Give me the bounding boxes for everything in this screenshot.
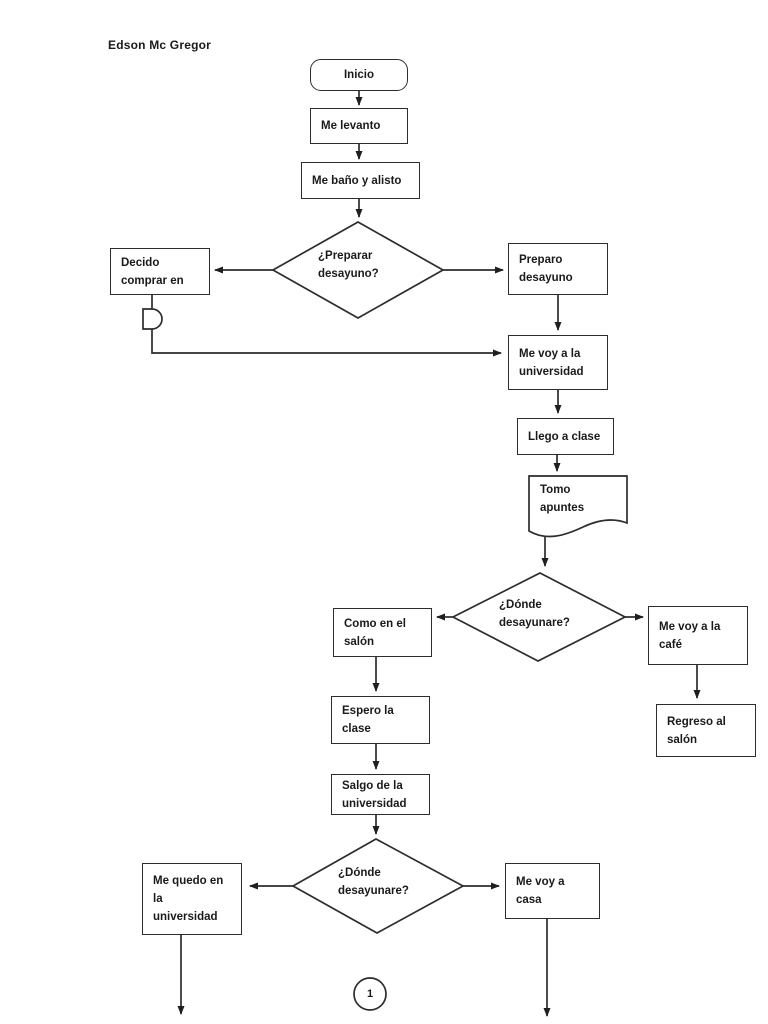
- document-shape-tomo-apuntes: [528, 475, 628, 538]
- node-preparo-desayuno: Preparo desayuno: [508, 243, 608, 295]
- node-label: desayuno: [519, 272, 573, 284]
- node-label: Inicio: [343, 69, 375, 81]
- node-label: ¿Preparar: [318, 250, 373, 262]
- node-como-salon: Como en el salón: [333, 608, 432, 657]
- node-label: café: [659, 638, 683, 651]
- node-label: universidad: [342, 797, 407, 810]
- node-label: Llego a clase: [528, 430, 601, 443]
- node-label: Me voy a la: [659, 620, 721, 633]
- page-number: 1: [355, 978, 385, 1010]
- node-label: Regreso al: [667, 715, 726, 728]
- node-label: desayuno?: [318, 268, 379, 280]
- node-label: Salgo de la: [342, 779, 403, 792]
- node-label: salón: [344, 635, 375, 648]
- node-label: Me levanto: [321, 120, 381, 132]
- edge-decido-delay-universidad: [151, 295, 502, 357]
- node-label: clase: [342, 723, 371, 735]
- node-me-bano-alisto: Me baño y alisto: [301, 162, 420, 199]
- document-label-tomo-apuntes: Tomo apuntes: [540, 481, 584, 517]
- node-label: la: [153, 893, 163, 905]
- node-espero-clase: Espero la clase: [331, 696, 430, 744]
- delay-symbol: [142, 308, 163, 330]
- node-label: Preparo: [519, 254, 563, 266]
- author-name: Edson Mc Gregor: [108, 38, 212, 52]
- node-me-levanto: Me levanto: [310, 108, 408, 144]
- node-label: desayunare?: [338, 885, 409, 897]
- node-label: Me quedo en: [153, 875, 224, 887]
- decision-label-preparar-desayuno: ¿Preparar desayuno?: [318, 247, 379, 283]
- node-label: Me voy a: [516, 876, 565, 888]
- decision-label-donde-desayunare-2: ¿Dónde desayunare?: [338, 864, 409, 900]
- node-voy-universidad: Me voy a la universidad: [508, 335, 608, 390]
- node-label: Me baño y alisto: [312, 174, 402, 187]
- page-number-text: 1: [366, 988, 374, 1000]
- decision-label-donde-desayunare-1: ¿Dónde desayunare?: [499, 596, 570, 632]
- decision-diamond-donde-desayunare-2: [291, 838, 465, 934]
- node-label: salón: [667, 733, 698, 746]
- node-label: casa: [516, 894, 542, 906]
- node-label: ¿Dónde: [338, 867, 381, 879]
- node-label: ¿Dónde: [499, 599, 542, 611]
- node-voy-cafe: Me voy a la café: [648, 606, 748, 665]
- node-label: universidad: [519, 365, 584, 378]
- node-salgo-universidad: Salgo de la universidad: [331, 774, 430, 815]
- node-label: apuntes: [540, 502, 585, 514]
- page-number-circle: [353, 977, 387, 1011]
- node-label: comprar en: [121, 274, 184, 287]
- node-label: Espero la: [342, 705, 394, 717]
- node-quedo-universidad: Me quedo en la universidad: [142, 863, 242, 935]
- node-label: Me voy a la: [519, 347, 581, 360]
- decision-diamond-preparar-desayuno: [271, 221, 445, 319]
- node-regreso-salon: Regreso al salón: [656, 704, 756, 757]
- node-label: Tomo: [540, 484, 571, 496]
- node-label: Como en el: [344, 617, 406, 630]
- node-inicio: Inicio: [310, 59, 408, 91]
- node-decido-comprar: Decido comprar en: [110, 248, 210, 295]
- node-voy-casa: Me voy a casa: [505, 863, 600, 919]
- node-label: universidad: [153, 911, 218, 923]
- node-label: desayunare?: [499, 617, 570, 629]
- decision-diamond-donde-desayunare-1: [451, 572, 627, 662]
- node-llego-clase: Llego a clase: [517, 418, 614, 455]
- node-label: Decido: [121, 256, 160, 269]
